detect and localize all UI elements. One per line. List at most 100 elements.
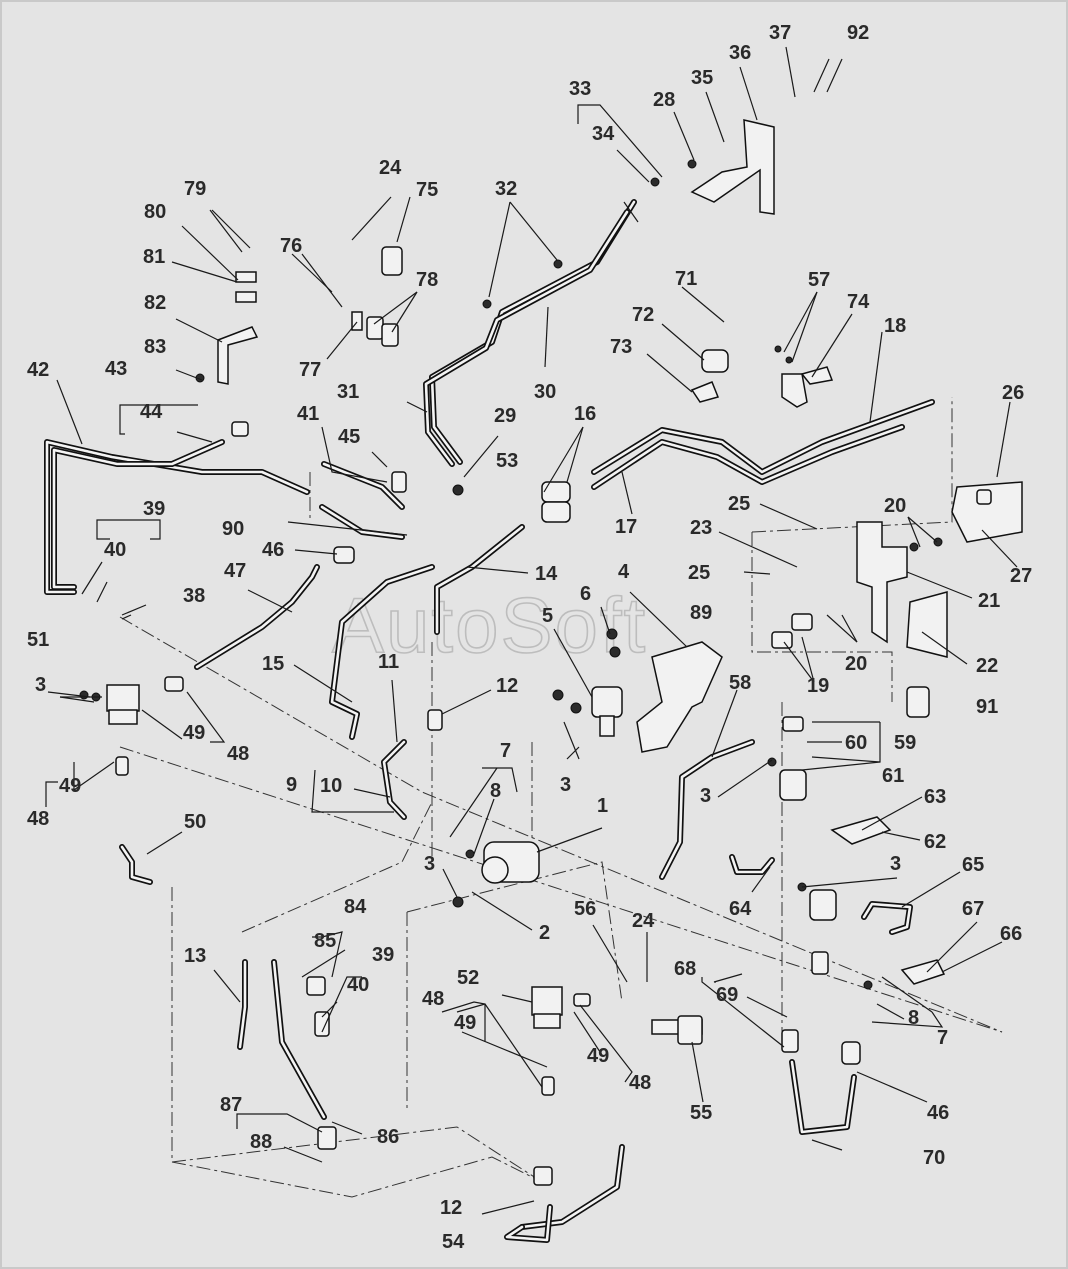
callout-82: 82 [144,292,166,314]
callout-59: 59 [894,732,916,754]
fitting-48 [541,1076,555,1096]
callout-45: 45 [338,426,360,448]
clip-91 [906,686,930,718]
callout-5: 5 [542,605,553,627]
callout-27: 27 [1010,565,1032,587]
callout-7: 7 [937,1027,948,1049]
callout-84: 84 [344,896,367,918]
callout-88: 88 [250,1131,272,1153]
filter-5 [591,686,623,718]
callout-37: 37 [769,22,791,44]
callout-19: 19 [807,675,829,697]
callout-8: 8 [908,1007,919,1029]
callout-58: 58 [729,672,751,694]
callout-70: 70 [923,1147,945,1169]
callout-24: 24 [632,910,655,932]
callout-49: 49 [454,1012,476,1034]
callout-57: 57 [808,269,830,291]
callout-75: 75 [416,179,438,201]
callout-92: 92 [847,22,869,44]
callout-24: 24 [379,157,402,179]
callout-1: 1 [597,795,608,817]
clamp-75 [381,246,403,276]
callout-76: 76 [280,235,302,257]
callout-61: 61 [882,765,904,787]
callout-35: 35 [691,67,713,89]
callout-12: 12 [440,1197,462,1219]
callout-25: 25 [728,493,750,515]
callout-15: 15 [262,653,284,675]
callout-3: 3 [700,785,711,807]
callout-46: 46 [927,1102,949,1124]
callout-3: 3 [560,774,571,796]
watermark: AutoSoft [332,581,647,669]
callout-21: 21 [978,590,1000,612]
callout-3: 3 [35,674,46,696]
callout-20: 20 [845,653,867,675]
callout-3: 3 [424,853,435,875]
tee-61 [779,769,807,801]
callout-83: 83 [144,336,166,358]
solenoid-valve-52 [531,986,563,1016]
clamp-72 [701,349,729,373]
callout-14: 14 [535,563,558,585]
callout-72: 72 [632,304,654,326]
elbow-12 [533,1166,553,1186]
callout-64: 64 [729,898,752,920]
callout-44: 44 [140,401,163,423]
callout-33: 33 [569,78,591,100]
callout-36: 36 [729,42,751,64]
callout-51: 51 [27,629,49,651]
callout-26: 26 [1002,382,1024,404]
valve-block-26 [951,481,1023,543]
fitting-87 [317,1126,337,1150]
callout-87: 87 [220,1094,242,1116]
callout-62: 62 [924,831,946,853]
callout-66: 66 [1000,923,1022,945]
callout-9: 9 [286,774,297,796]
callout-91: 91 [976,696,998,718]
callout-40: 40 [347,974,369,996]
callout-48: 48 [629,1072,651,1094]
callout-68: 68 [674,958,696,980]
fitting-48b [115,756,129,776]
bracket-4 [636,641,723,753]
callout-39: 39 [372,944,394,966]
callout-41: 41 [297,403,319,425]
leader-lines [45,46,1018,1215]
tee-12 [427,709,443,731]
callout-46: 46 [262,539,284,561]
callout-3: 3 [890,853,901,875]
callout-6: 6 [580,583,591,605]
callout-85: 85 [314,930,336,952]
callout-71: 71 [675,268,697,290]
plate-22 [906,591,948,658]
callout-12: 12 [496,675,518,697]
callout-18: 18 [884,315,906,337]
callout-80: 80 [144,201,166,223]
callout-74: 74 [847,291,870,313]
callout-63: 63 [924,786,946,808]
callout-10: 10 [320,775,342,797]
bracket-36 [690,119,775,215]
callout-86: 86 [377,1126,399,1148]
callout-23: 23 [690,517,712,539]
callout-49: 49 [587,1045,609,1067]
callout-2: 2 [539,922,550,944]
callout-32: 32 [495,178,517,200]
elbow-46b [841,1041,861,1065]
solenoid-valve-51 [106,684,140,712]
callout-56: 56 [574,898,596,920]
callout-90: 90 [222,518,244,540]
callout-4: 4 [618,561,630,583]
callout-42: 42 [27,359,49,381]
clamp-77 [351,311,363,331]
plug-66 [811,951,829,975]
callout-49: 49 [183,722,205,744]
callout-labels: 1 2 3 3 3 3 3 4 5 6 7 7 8 8 9 10 11 12 1… [27,22,1032,1253]
hydraulic-pipes [44,199,935,1243]
callout-79: 79 [184,178,206,200]
fitting-16b [541,501,571,523]
fitting-59 [782,716,804,732]
plate-21 [856,521,908,644]
